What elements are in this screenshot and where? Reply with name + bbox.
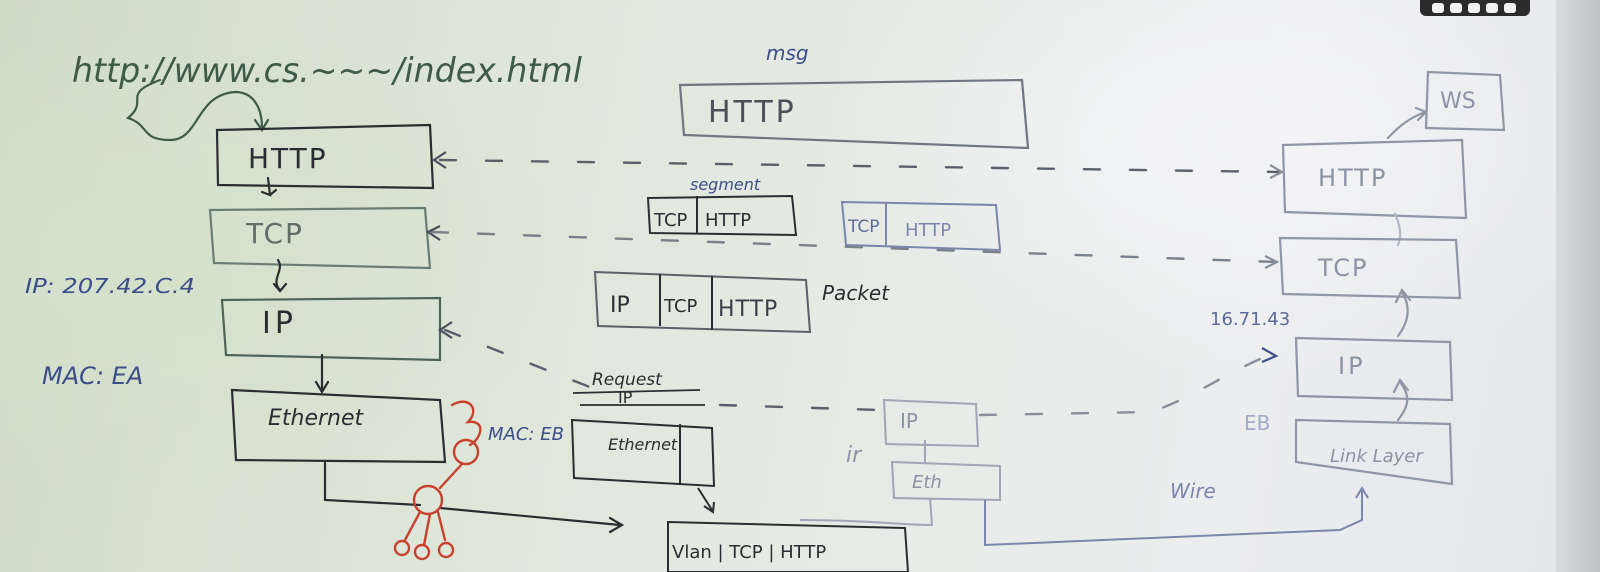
segment-tcp: TCP <box>653 210 688 231</box>
right-http-box <box>1281 138 1468 220</box>
right-protocol-stack <box>1278 70 1506 486</box>
segment2-tcp: TCP <box>847 217 880 237</box>
segment2-box <box>840 200 1002 252</box>
segment2-http: HTTP <box>905 220 951 241</box>
bottom-frame-label: Vlan | TCP | HTTP <box>672 542 826 563</box>
msg-box <box>678 78 1030 150</box>
router-eth-box <box>890 460 1001 502</box>
left-ethernet-box <box>230 388 447 464</box>
bottom-frame-box <box>667 520 910 572</box>
router-ip-label: IP <box>900 409 918 433</box>
url-text: http://www.cs.~~~/index.html <box>72 51 583 91</box>
frame-ip-label: IP <box>618 388 633 407</box>
router-sketch <box>393 400 482 561</box>
packet-http: HTTP <box>718 297 778 322</box>
frame-request-label: Request <box>592 370 663 390</box>
right-tcp-box <box>1278 236 1462 300</box>
left-ip-label: IP <box>262 306 297 341</box>
right-link-label: Link Layer <box>1330 446 1424 467</box>
router-label: ir <box>846 443 863 468</box>
right-eb-label: EB <box>1244 411 1270 435</box>
packet-ip: IP <box>610 293 630 318</box>
left-http-box <box>215 123 435 190</box>
right-ip-label: IP <box>1338 352 1366 380</box>
right-tcp-label: TCP <box>1317 254 1368 282</box>
left-ip-box <box>220 296 442 362</box>
left-http-label: HTTP <box>248 142 328 175</box>
left-ip-address: IP: 207.42.C.4 <box>25 274 195 298</box>
left-tcp-label: TCP <box>245 217 304 250</box>
segment-http: HTTP <box>705 210 751 231</box>
router-ip-box <box>882 398 980 448</box>
right-ip-box <box>1294 336 1454 402</box>
marker-tray <box>1420 0 1530 16</box>
right-ws-label: WS <box>1440 89 1476 114</box>
right-ws-box <box>1424 70 1506 132</box>
left-ethernet-label: Ethernet <box>268 406 365 431</box>
right-http-label: HTTP <box>1318 164 1387 192</box>
segment-box <box>646 194 798 237</box>
left-tcp-box <box>208 206 432 270</box>
frame-ethernet-label: Ethernet <box>608 435 678 454</box>
packet-label: Packet <box>822 281 890 305</box>
whiteboard-frame <box>1556 0 1600 572</box>
packet-tcp: TCP <box>663 296 698 317</box>
packet-box <box>593 270 812 334</box>
router-frame-box <box>570 418 716 488</box>
router-mac-label: MAC: EB <box>488 424 564 445</box>
msg-label: msg <box>766 41 809 65</box>
right-ip-address: 16.71.43 <box>1210 309 1290 330</box>
peer-dashed-lines <box>430 158 1282 417</box>
left-protocol-stack <box>125 78 625 534</box>
msg-http-label: HTTP <box>708 95 797 130</box>
segment-label: segment <box>690 175 761 194</box>
left-mac-label: MAC: EA <box>42 362 143 390</box>
wire-label: Wire <box>1170 479 1216 503</box>
router-eth-label: Eth <box>912 472 942 493</box>
right-link-box <box>1294 418 1454 486</box>
